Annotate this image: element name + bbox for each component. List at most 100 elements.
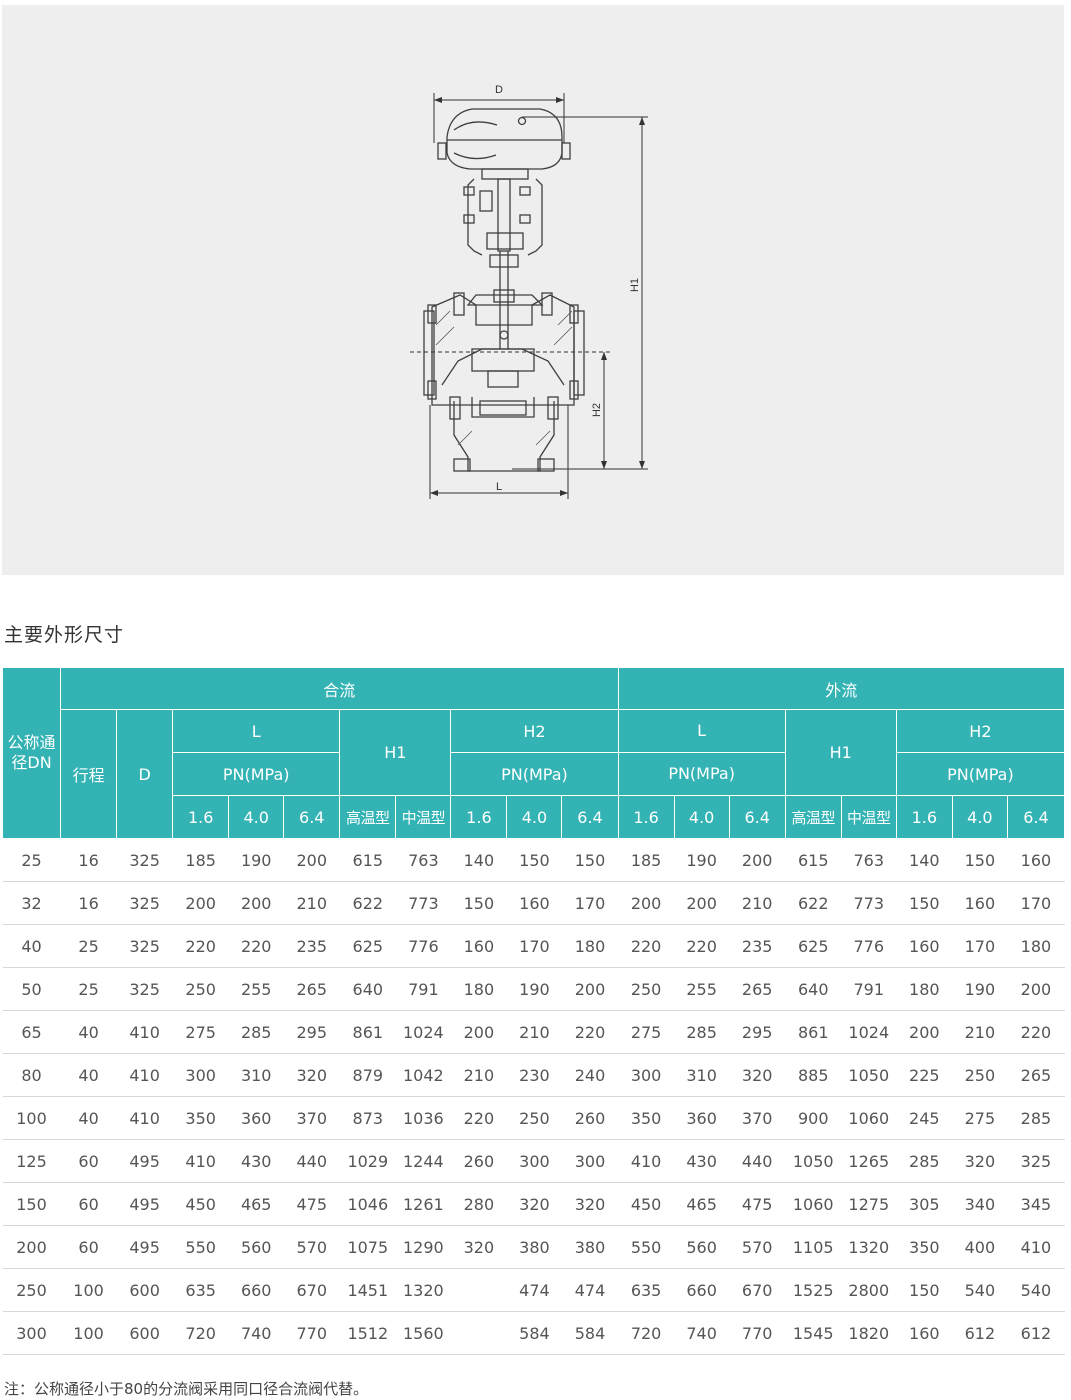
table-cell: 160 (506, 881, 562, 925)
table-cell: 495 (116, 1139, 173, 1183)
table-cell: 360 (228, 1096, 284, 1140)
table-cell: 660 (674, 1268, 730, 1312)
table-cell: 900 (785, 1096, 842, 1140)
table-cell: 190 (952, 967, 1008, 1011)
table-cell: 280 (450, 1182, 507, 1226)
table-cell: 170 (506, 924, 562, 968)
table-cell: 180 (561, 924, 619, 968)
table-cell: 584 (506, 1311, 562, 1355)
table-cell: 40 (60, 1053, 117, 1097)
header-pn-value: 4.0 (506, 795, 563, 839)
table-cell: 300 (172, 1053, 229, 1097)
table-cell: 410 (116, 1096, 173, 1140)
table-cell: 345 (1007, 1182, 1065, 1226)
table-cell: 160 (896, 924, 953, 968)
table-cell: 40 (2, 924, 61, 968)
table-cell: 1244 (395, 1139, 451, 1183)
table-cell: 540 (952, 1268, 1008, 1312)
table-cell: 791 (395, 967, 451, 1011)
table-cell: 300 (506, 1139, 562, 1183)
dim-label-d: D (495, 84, 503, 96)
table-cell: 190 (506, 967, 562, 1011)
table-cell: 600 (116, 1268, 173, 1312)
table-cell: 550 (172, 1225, 229, 1269)
table-cell: 475 (729, 1182, 786, 1226)
table-cell: 763 (395, 838, 451, 882)
table-cell: 861 (785, 1010, 842, 1054)
table-cell: 200 (172, 881, 229, 925)
table-cell: 670 (729, 1268, 786, 1312)
table-cell: 430 (674, 1139, 730, 1183)
table-cell: 495 (116, 1182, 173, 1226)
header-hl-l: L (172, 709, 341, 753)
table-cell: 200 (1007, 967, 1065, 1011)
table-cell: 635 (172, 1268, 229, 1312)
table-cell: 770 (729, 1311, 786, 1355)
table-cell: 1545 (785, 1311, 842, 1355)
table-cell: 410 (618, 1139, 675, 1183)
table-cell: 275 (952, 1096, 1008, 1140)
table-cell: 612 (952, 1311, 1008, 1355)
table-cell: 300 (561, 1139, 619, 1183)
table-cell: 325 (116, 924, 173, 968)
table-cell: 170 (561, 881, 619, 925)
table-cell: 450 (172, 1182, 229, 1226)
table-cell: 495 (116, 1225, 173, 1269)
table-cell: 250 (952, 1053, 1008, 1097)
table-cell: 265 (283, 967, 340, 1011)
table-cell (450, 1311, 507, 1355)
table-cell: 50 (2, 967, 61, 1011)
table-cell: 773 (841, 881, 897, 925)
table-cell: 430 (228, 1139, 284, 1183)
table-cell: 180 (1007, 924, 1065, 968)
table-cell: 1029 (339, 1139, 396, 1183)
table-cell: 570 (729, 1225, 786, 1269)
table-cell: 200 (228, 881, 284, 925)
table-cell: 584 (561, 1311, 619, 1355)
table-cell: 450 (618, 1182, 675, 1226)
table-cell: 160 (1007, 838, 1065, 882)
table-cell: 740 (228, 1311, 284, 1355)
table-cell: 773 (395, 881, 451, 925)
table-cell: 150 (2, 1182, 61, 1226)
table-cell: 320 (729, 1053, 786, 1097)
table-cell: 879 (339, 1053, 396, 1097)
table-cell: 150 (506, 838, 562, 882)
header-pn-value: 6.4 (728, 795, 786, 839)
header-pn-value: 6.4 (283, 795, 341, 839)
table-cell: 325 (116, 881, 173, 925)
table-cell: 474 (561, 1268, 619, 1312)
header-group-wl: 外流 (617, 667, 1066, 710)
table-cell: 150 (952, 838, 1008, 882)
table-cell: 1046 (339, 1182, 396, 1226)
table-cell: 200 (896, 1010, 953, 1054)
table-cell: 220 (228, 924, 284, 968)
header-pn-value: 1.6 (172, 795, 230, 839)
valve-drawing: D H1 H2 L (410, 84, 648, 499)
table-cell: 250 (618, 967, 675, 1011)
table-cell: 550 (618, 1225, 675, 1269)
table-cell: 210 (506, 1010, 562, 1054)
table-cell: 1024 (395, 1010, 451, 1054)
table-cell: 740 (674, 1311, 730, 1355)
table-cell: 1525 (785, 1268, 842, 1312)
table-cell: 410 (116, 1053, 173, 1097)
table-cell: 170 (952, 924, 1008, 968)
table-cell: 125 (2, 1139, 61, 1183)
table-cell: 220 (172, 924, 229, 968)
table-cell: 285 (1007, 1096, 1065, 1140)
table-cell: 465 (228, 1182, 284, 1226)
table-cell: 180 (896, 967, 953, 1011)
table-cell: 1036 (395, 1096, 451, 1140)
table-cell: 32 (2, 881, 61, 925)
table-cell: 245 (896, 1096, 953, 1140)
table-cell: 1451 (339, 1268, 396, 1312)
table-cell: 1261 (395, 1182, 451, 1226)
table-cell: 640 (339, 967, 396, 1011)
table-cell: 180 (450, 967, 507, 1011)
table-cell: 370 (729, 1096, 786, 1140)
